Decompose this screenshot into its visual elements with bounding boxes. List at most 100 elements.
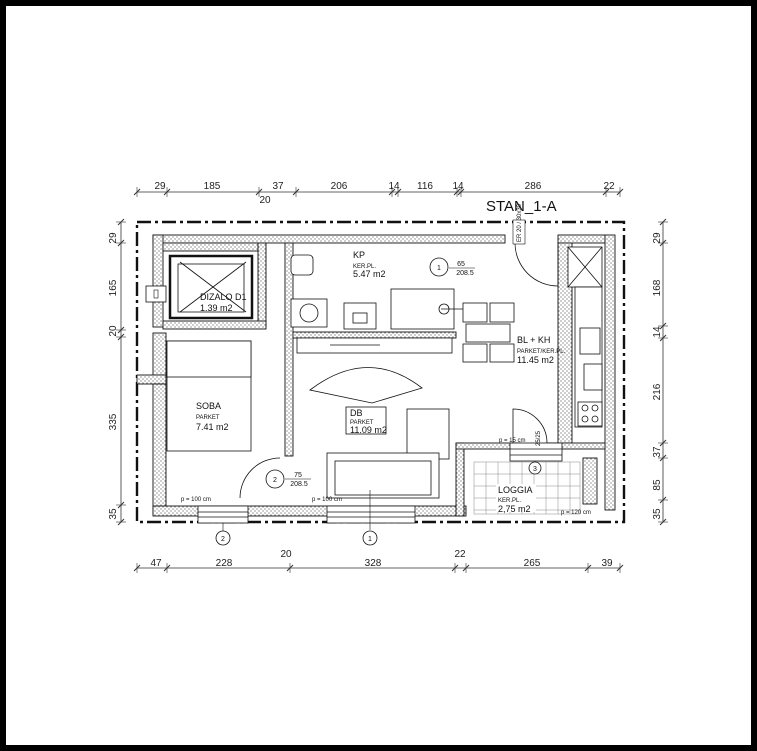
- tv-console: [296, 337, 453, 354]
- door-2-width: 75: [294, 472, 302, 479]
- wall-top-right: [557, 234, 606, 244]
- room-finish-kp: KER.PL.: [353, 264, 376, 270]
- bottom-dimension-line: [133, 563, 624, 573]
- loggia-door-swing: [512, 408, 548, 444]
- kitchen-sink: [579, 327, 601, 355]
- window-note-1: p = 100 cm: [181, 497, 211, 503]
- left-dim-1: 29: [108, 232, 119, 244]
- top-dim-1: 29: [154, 181, 166, 192]
- windows: [197, 442, 563, 524]
- window-note-4: p = 120 cm: [561, 510, 591, 516]
- left-dim-5: 35: [108, 508, 119, 520]
- walls: [136, 234, 616, 517]
- bottom-dim-5: 22: [454, 549, 466, 560]
- window-tag-3: 3: [528, 461, 542, 475]
- bottom-dim-1: 47: [150, 558, 162, 569]
- toilet: [290, 254, 314, 276]
- wall-left-notch: [136, 374, 167, 385]
- tv-viewing-arc: [309, 367, 423, 404]
- db-label-box: [345, 406, 387, 435]
- room-area-db: 11.09 m2: [350, 425, 387, 435]
- wall-left-lower: [152, 383, 167, 515]
- door-1-height: 208.5: [456, 270, 474, 277]
- svg-text:2: 2: [273, 477, 277, 484]
- window-note-2: p = 100 cm: [312, 497, 342, 503]
- left-dim-3: 20: [108, 325, 119, 337]
- window-tag-1: 1: [362, 490, 378, 546]
- left-dimension-line: [116, 218, 126, 526]
- coffee-table: [406, 408, 450, 460]
- window-tag-2: 2: [215, 523, 231, 546]
- wall-bottom: [152, 505, 467, 517]
- wall-elevator-bottom: [162, 320, 267, 330]
- room-area-soba: 7.41 m2: [196, 422, 229, 432]
- room-name-blkh: BL + KH: [517, 335, 550, 345]
- wall-elevator-left: [152, 234, 164, 328]
- plan-title: STAN_1-A: [486, 198, 557, 215]
- right-dim-3: 14: [652, 326, 663, 338]
- left-dim-2: 165: [108, 279, 119, 296]
- door-tag-1: 1 65 208.5: [429, 257, 475, 277]
- room-name-dizalo: DIZALO D1: [200, 292, 247, 302]
- room-area-loggia: 2,75 m2: [498, 504, 531, 514]
- bottom-dim-6: 265: [524, 558, 541, 569]
- bottom-dim-3: 20: [280, 549, 292, 560]
- room-finish-db: PARKET: [350, 420, 374, 426]
- vent-label: 25/25: [536, 430, 542, 446]
- top-dim-5: 14: [388, 181, 400, 192]
- dining-set: [462, 302, 515, 363]
- stove: [577, 401, 603, 427]
- living-furniture: [166, 337, 453, 499]
- door-tag-2: 2 75 208.5: [265, 469, 311, 489]
- left-dim-4: 335: [108, 413, 119, 430]
- svg-text:1: 1: [368, 536, 372, 543]
- doors: [239, 242, 559, 499]
- room-name-kp: KP: [353, 250, 365, 260]
- shaft-label: ER 20 / 30x30: [517, 203, 523, 242]
- elevator-car: [168, 254, 254, 320]
- washing-machine-drum: [299, 303, 319, 323]
- top-dim-6: 116: [417, 181, 433, 192]
- room-area-dizalo: 1.39 m2: [200, 303, 233, 313]
- wall-left-upper: [152, 332, 167, 376]
- kitchen-appliance: [583, 363, 603, 391]
- right-dim-5: 37: [652, 446, 663, 458]
- wall-soba-partition: [284, 242, 294, 457]
- room-finish-soba: PARKET: [196, 415, 220, 421]
- right-dim-2: 168: [652, 279, 663, 296]
- wall-elevator-right: [257, 242, 267, 328]
- bathroom-fixtures: [290, 254, 463, 330]
- wall-kp-bottom: [292, 331, 457, 339]
- top-sub-dim: 20: [259, 195, 271, 206]
- bottom-dim-4: 328: [365, 558, 382, 569]
- room-area-kp: 5.47 m2: [353, 269, 386, 279]
- room-area-blkh: 11.45 m2: [517, 355, 554, 365]
- top-dim-4: 206: [331, 181, 348, 192]
- room-name-db: DB: [350, 408, 363, 418]
- right-dim-7: 35: [652, 508, 663, 520]
- svg-text:2: 2: [221, 536, 225, 543]
- room-name-soba: SOBA: [196, 401, 221, 411]
- room-finish-loggia: KER.PL.: [498, 498, 521, 504]
- top-dim-7: 14: [452, 181, 464, 192]
- door-2-height: 208.5: [290, 481, 308, 488]
- svg-text:1: 1: [437, 265, 441, 272]
- top-dim-2: 185: [204, 181, 221, 192]
- wall-top-left: [152, 234, 506, 244]
- room-name-loggia: LOGGIA: [498, 485, 533, 495]
- top-dim-9: 22: [603, 181, 615, 192]
- top-dimension-line: [133, 187, 624, 197]
- top-dim-8: 286: [525, 181, 542, 192]
- wall-outer-right: [604, 234, 616, 511]
- door-1-width: 65: [457, 261, 465, 268]
- svg-text:3: 3: [533, 466, 537, 473]
- wall-loggia-pillar: [582, 457, 598, 505]
- bottom-dim-2: 228: [216, 558, 233, 569]
- right-dimension-line: [658, 218, 668, 526]
- entry-door-swing: [514, 242, 559, 287]
- top-dim-3: 37: [272, 181, 284, 192]
- window-note-3: p = 15 cm: [499, 438, 526, 444]
- right-dim-1: 29: [652, 232, 663, 244]
- wall-loggia-left: [455, 442, 465, 517]
